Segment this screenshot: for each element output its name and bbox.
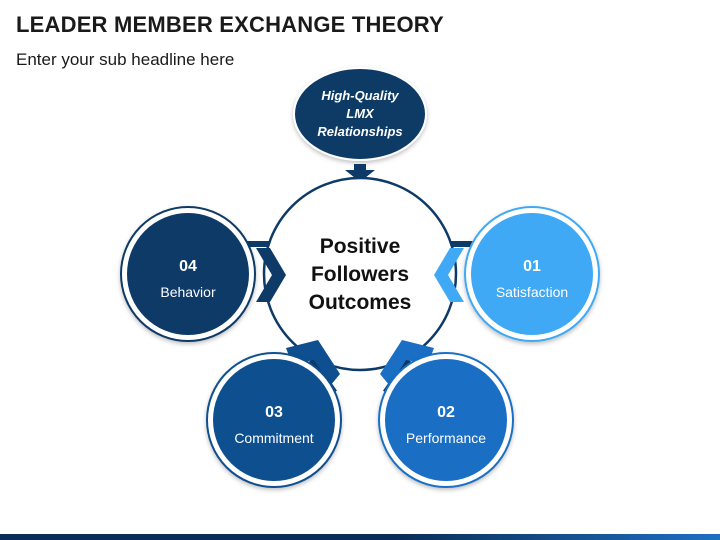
center-line-2: Followers — [311, 263, 409, 286]
node-behavior: 04 Behavior — [120, 206, 256, 342]
chevron-left-icon — [434, 248, 464, 302]
node-satisfaction-number: 01 — [523, 258, 541, 275]
bottom-accent-bar — [0, 534, 720, 540]
page-title: LEADER MEMBER EXCHANGE THEORY — [16, 12, 444, 37]
node-satisfaction-label: Satisfaction — [496, 284, 568, 300]
top-node-line-3: Relationships — [317, 124, 402, 139]
top-node: High-Quality LMX Relationships — [293, 67, 427, 161]
node-behavior-number: 04 — [179, 258, 197, 275]
top-node-line-2: LMX — [346, 106, 375, 121]
center-line-3: Outcomes — [309, 291, 412, 314]
node-performance: 02 Performance — [378, 352, 514, 488]
node-commitment: 03 Commitment — [206, 352, 342, 488]
node-commitment-label: Commitment — [234, 430, 313, 446]
node-behavior-label: Behavior — [160, 284, 216, 300]
page-subtitle: Enter your sub headline here — [16, 50, 235, 69]
node-satisfaction: 01 Satisfaction — [464, 206, 600, 342]
top-node-line-1: High-Quality — [321, 88, 399, 103]
node-performance-number: 02 — [437, 404, 455, 421]
chevron-up-left-icon — [286, 340, 340, 386]
center-circle: Positive Followers Outcomes — [262, 176, 458, 372]
down-arrow-icon — [345, 164, 375, 182]
node-commitment-number: 03 — [265, 404, 283, 421]
center-line-1: Positive — [320, 235, 401, 258]
chevron-up-right-icon — [380, 340, 434, 386]
chevron-right-icon — [256, 248, 286, 302]
node-performance-label: Performance — [406, 430, 486, 446]
